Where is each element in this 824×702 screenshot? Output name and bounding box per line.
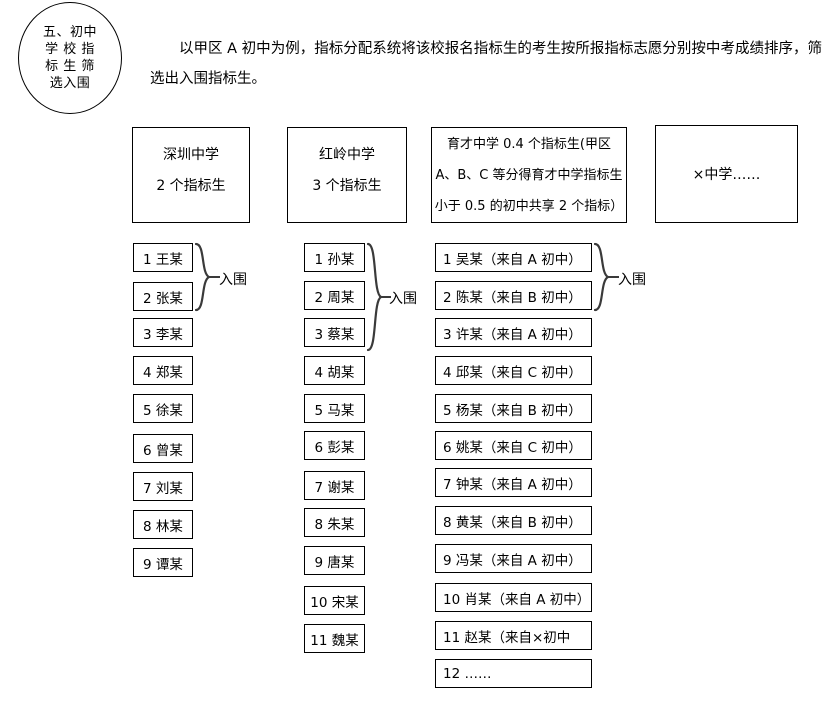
student-box[interactable]: 6 彭某 [304, 431, 365, 460]
brace-label-shenzhen: 入围 [219, 272, 247, 288]
student-box[interactable]: 3 蔡某 [304, 318, 365, 347]
student-box[interactable]: 7 刘某 [133, 472, 193, 501]
student-box[interactable]: 1 孙某 [304, 243, 365, 272]
student-box[interactable]: 1 吴某（来自 A 初中） [435, 243, 592, 272]
student-box[interactable]: 8 朱某 [304, 508, 365, 537]
brace-yucai [593, 242, 619, 312]
student-box[interactable]: 7 钟某（来自 A 初中） [435, 468, 592, 497]
student-box[interactable]: 8 林某 [133, 510, 193, 539]
school-name: 育才中学 0.4 个指标生(甲区 A、B、C 等分得育才中学指标生小于 0.5 … [434, 137, 624, 214]
student-box[interactable]: 11 赵某（来自×初中 [435, 621, 592, 650]
brace-label-yucai: 入围 [618, 272, 646, 288]
student-box[interactable]: 5 徐某 [133, 394, 193, 423]
student-box[interactable]: 9 唐某 [304, 546, 365, 575]
school-box-yucai: 育才中学 0.4 个指标生(甲区 A、B、C 等分得育才中学指标生小于 0.5 … [431, 127, 627, 223]
school-box-other: ×中学…… [655, 125, 798, 223]
student-box[interactable]: 3 李某 [133, 318, 193, 347]
school-quota: 3 个指标生 [312, 178, 382, 194]
school-box-hongling: 红岭中学 3 个指标生 [287, 127, 407, 223]
student-box[interactable]: 2 周某 [304, 281, 365, 310]
school-quota: 2 个指标生 [156, 178, 226, 194]
student-box[interactable]: 6 曾某 [133, 434, 193, 463]
student-box[interactable]: 7 谢某 [304, 471, 365, 500]
school-name: 深圳中学 [163, 147, 219, 163]
student-box[interactable]: 10 肖某（来自 A 初中） [435, 583, 592, 612]
section-title-oval: 五、初中 学 校 指 标 生 筛 选入围 [18, 2, 122, 114]
section-title-text: 五、初中 学 校 指 标 生 筛 选入围 [42, 25, 97, 91]
brace-hongling [366, 242, 391, 352]
student-box[interactable]: 2 张某 [133, 282, 193, 311]
student-box[interactable]: 4 邱某（来自 C 初中） [435, 356, 592, 385]
intro-paragraph: 以甲区 A 初中为例，指标分配系统将该校报名指标生的考生按所报指标志愿分别按中考… [150, 41, 822, 87]
school-box-shenzhen: 深圳中学 2 个指标生 [132, 127, 250, 223]
student-box[interactable]: 6 姚某（来自 C 初中） [435, 431, 592, 460]
school-name: ×中学…… [692, 167, 761, 183]
student-box[interactable]: 8 黄某（来自 B 初中） [435, 506, 592, 535]
student-box[interactable]: 12 …… [435, 659, 592, 688]
student-box[interactable]: 4 郑某 [133, 356, 193, 385]
student-box[interactable]: 1 王某 [133, 243, 193, 272]
student-box[interactable]: 10 宋某 [304, 586, 365, 615]
student-box[interactable]: 9 谭某 [133, 548, 193, 577]
student-box[interactable]: 5 杨某（来自 B 初中） [435, 394, 592, 423]
student-box[interactable]: 9 冯某（来自 A 初中） [435, 544, 592, 573]
student-box[interactable]: 4 胡某 [304, 356, 365, 385]
student-box[interactable]: 11 魏某 [304, 624, 365, 653]
student-box[interactable]: 2 陈某（来自 B 初中） [435, 281, 592, 310]
student-box[interactable]: 5 马某 [304, 394, 365, 423]
student-box[interactable]: 3 许某（来自 A 初中） [435, 318, 592, 347]
brace-shenzhen [194, 242, 220, 312]
brace-label-hongling: 入围 [389, 291, 417, 307]
school-name: 红岭中学 [319, 147, 375, 163]
